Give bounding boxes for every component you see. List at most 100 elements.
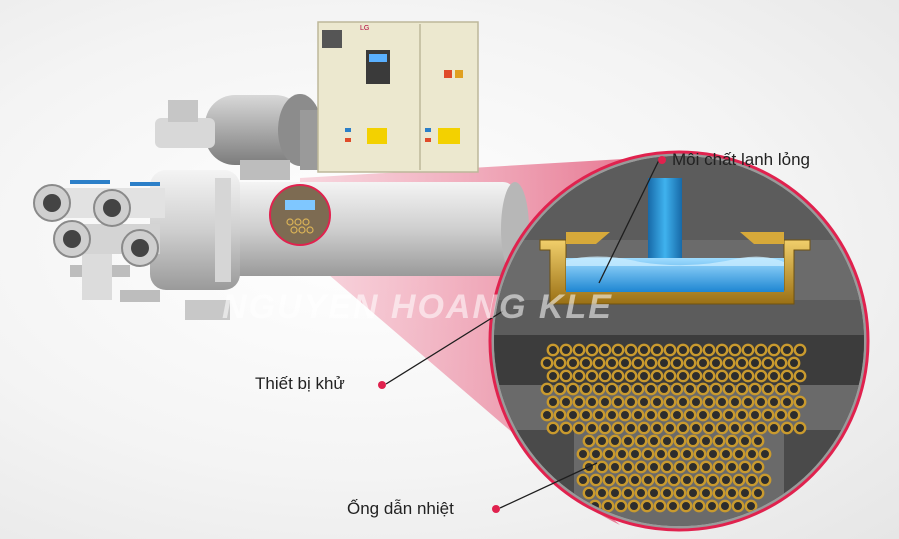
heat-tube [787,356,801,370]
heat-tube [628,473,642,487]
heat-tube [540,356,554,370]
heat-tube [572,421,586,435]
heat-tube [767,395,781,409]
heat-tube [605,356,619,370]
heat-tube [585,395,599,409]
heat-tube [709,356,723,370]
heat-tube [637,369,651,383]
heat-tube [735,382,749,396]
heat-tube [719,473,733,487]
heat-tube [744,499,758,513]
heat-tube [693,473,707,487]
heat-tube [761,408,775,422]
heat-tube [761,382,775,396]
heat-tube [738,434,752,448]
cross-section-view [488,150,870,532]
heat-tube [598,343,612,357]
heat-tube [614,499,628,513]
heat-tube [732,447,746,461]
heat-tube [787,408,801,422]
watermark: NGUYEN HOANG KLE [222,288,613,326]
heat-tube [709,408,723,422]
heat-tube [663,369,677,383]
heat-tube [722,382,736,396]
heat-tube [641,447,655,461]
heat-tube [608,486,622,500]
heat-tube [725,460,739,474]
heat-tube [618,408,632,422]
heat-tube [663,395,677,409]
heat-tube [780,369,794,383]
heat-tube [641,473,655,487]
heat-tube [696,356,710,370]
heat-tube [683,356,697,370]
label-liquid-refrigerant: Môi chất lạnh lỏng [672,150,810,169]
heat-tube [595,460,609,474]
heat-tube [631,408,645,422]
heat-tube [540,408,554,422]
heat-tube [741,343,755,357]
heat-tube [598,421,612,435]
heat-tube [627,499,641,513]
heat-tube [653,499,667,513]
heat-tube [595,434,609,448]
heat-tube [650,421,664,435]
heat-tube [676,395,690,409]
heat-tube [673,486,687,500]
heat-tube [748,382,762,396]
heat-tube [715,343,729,357]
heat-tube [660,460,674,474]
heat-tube [673,434,687,448]
heat-tube [618,382,632,396]
heat-tube [592,408,606,422]
heat-tube [712,434,726,448]
heat-tube [686,434,700,448]
heat-tube [634,486,648,500]
heat-tube [598,369,612,383]
heat-tube [608,460,622,474]
heat-tube [601,499,615,513]
heat-tube [751,434,765,448]
heat-tube [615,447,629,461]
heat-tube [576,473,590,487]
heat-tube [722,408,736,422]
heat-tube [660,486,674,500]
heat-tube [650,395,664,409]
heat-tube [686,486,700,500]
heat-tube [644,408,658,422]
heat-tube [546,369,560,383]
heat-tube [624,343,638,357]
heat-tube [566,382,580,396]
heat-tube [676,343,690,357]
heat-tube [637,395,651,409]
heat-tube [683,382,697,396]
heat-tube [741,395,755,409]
heat-tube [595,486,609,500]
heat-tube [640,499,654,513]
heat-tube [605,382,619,396]
heat-tube [679,499,693,513]
heat-tube [702,395,716,409]
heat-tube [774,356,788,370]
heat-tube [680,447,694,461]
heat-tube [576,447,590,461]
heat-tube [745,473,759,487]
heat-tube [621,486,635,500]
heat-tube [592,382,606,396]
heat-tube [667,473,681,487]
heat-tube [683,408,697,422]
heat-tube [624,395,638,409]
heat-tube [741,369,755,383]
pipe-nozzles [33,180,165,267]
heat-tube [585,421,599,435]
heat-tube [670,356,684,370]
heat-tube-bundle [540,343,807,513]
heat-tube [689,369,703,383]
heat-tube [699,434,713,448]
heat-tube [585,369,599,383]
heat-tube [605,408,619,422]
heat-tube [689,421,703,435]
heat-tube [725,486,739,500]
heat-tube [637,343,651,357]
